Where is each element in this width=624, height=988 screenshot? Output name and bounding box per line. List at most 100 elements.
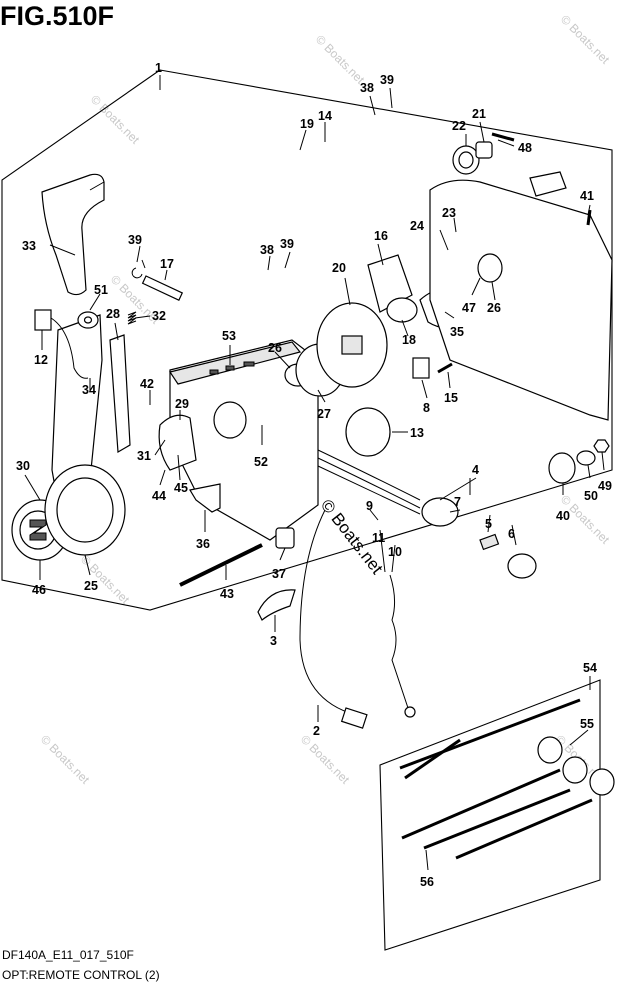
kit-bolt-1 xyxy=(399,698,581,770)
handle-grip xyxy=(41,173,105,296)
rubber-cap xyxy=(548,452,576,484)
washer-small xyxy=(576,450,596,466)
callout-48: 48 xyxy=(518,141,532,155)
key-cap xyxy=(507,553,537,579)
callout-13: 13 xyxy=(410,426,424,440)
buzzer xyxy=(345,407,391,457)
housing-boss xyxy=(213,401,247,439)
cover-label-2 xyxy=(225,365,235,371)
cable-plate xyxy=(257,589,296,621)
callout-56: 56 xyxy=(420,875,434,889)
callout-41: 41 xyxy=(580,189,594,203)
callout-27: 27 xyxy=(317,407,331,421)
spring xyxy=(127,311,137,325)
cable-2 xyxy=(299,509,357,716)
cover-label-1 xyxy=(209,369,219,375)
detent-plate xyxy=(158,414,197,471)
kit-spacer-1 xyxy=(537,736,563,764)
watermark-text: © Boats.net xyxy=(558,12,613,67)
callout-40: 40 xyxy=(556,509,570,523)
callout-5: 5 xyxy=(485,517,492,531)
callout-37: 37 xyxy=(272,567,286,581)
callout-52: 52 xyxy=(254,455,268,469)
callout-22: 22 xyxy=(452,119,466,133)
callout-11: 11 xyxy=(372,531,385,545)
callout-34: 34 xyxy=(82,383,96,397)
cable-clip xyxy=(275,527,295,549)
washer-hole xyxy=(83,316,93,324)
figure-code: DF140A_E11_017_510F xyxy=(2,948,134,962)
leader-lines xyxy=(24,75,605,871)
callout-20: 20 xyxy=(332,261,346,275)
suzuki-emblem xyxy=(29,519,47,541)
callout-30: 30 xyxy=(16,459,30,473)
watermark-text: © Boats.net xyxy=(38,732,93,787)
nut xyxy=(593,439,610,453)
watermark-text: © Boats.net xyxy=(88,92,143,147)
callout-38b: 38 xyxy=(260,243,274,257)
cover-label-3 xyxy=(243,361,255,367)
callout-45: 45 xyxy=(174,481,188,495)
kit-bolt-3 xyxy=(401,768,561,840)
callout-49: 49 xyxy=(598,479,612,493)
callout-46: 46 xyxy=(32,583,46,597)
callout-19: 19 xyxy=(300,117,314,131)
kit-frame xyxy=(379,679,601,951)
callout-55: 55 xyxy=(580,717,594,731)
callout-24: 24 xyxy=(410,219,424,233)
wire-harness xyxy=(317,449,421,515)
key-switch xyxy=(421,497,459,527)
callout-6: 6 xyxy=(508,527,515,541)
side-cover xyxy=(429,179,613,421)
callout-1: 1 xyxy=(155,61,162,75)
callout-23: 23 xyxy=(442,206,456,220)
kit-spacer-3 xyxy=(589,768,615,796)
neutral-switch xyxy=(412,357,430,379)
callout-54: 54 xyxy=(583,661,597,675)
callout-39c: 39 xyxy=(280,237,294,251)
callout-26: 26 xyxy=(487,301,501,315)
seal-inner xyxy=(458,151,474,169)
kit-bolt-5 xyxy=(455,798,593,860)
lever-bracket xyxy=(109,334,131,454)
callout-47: 47 xyxy=(462,301,476,315)
trim-switch-connector xyxy=(34,309,52,331)
housing-cover-panel xyxy=(169,341,302,385)
callout-12: 12 xyxy=(34,353,48,367)
callout-16: 16 xyxy=(374,229,388,243)
callout-29: 29 xyxy=(175,397,189,411)
callout-labels: 1 2 3 4 5 6 7 8 9 10 11 12 13 14 15 16 1… xyxy=(16,61,612,889)
figure-caption: OPT:REMOTE CONTROL (2) xyxy=(2,968,160,982)
cam-gear-square xyxy=(341,335,363,355)
callout-32: 32 xyxy=(152,309,166,323)
assembly-frame xyxy=(1,69,613,611)
screw xyxy=(437,362,453,374)
callout-3: 3 xyxy=(270,634,277,648)
callout-33: 33 xyxy=(22,239,36,253)
callout-31: 31 xyxy=(137,449,151,463)
cable-connector xyxy=(340,707,368,729)
callout-10: 10 xyxy=(388,545,402,559)
callout-50: 50 xyxy=(584,489,598,503)
watermark-text: © Boats.net xyxy=(298,732,353,787)
stop-switch-cord xyxy=(389,574,409,709)
callout-36: 36 xyxy=(196,537,210,551)
callout-51: 51 xyxy=(94,283,108,297)
callout-4: 4 xyxy=(472,463,479,477)
pin xyxy=(141,275,184,301)
callout-8: 8 xyxy=(423,401,430,415)
callout-28: 28 xyxy=(106,307,120,321)
callout-9: 9 xyxy=(366,499,373,513)
callout-17: 17 xyxy=(160,257,174,271)
watermark-text: © Boats.net xyxy=(313,32,368,87)
dowel-pin xyxy=(491,132,515,142)
figure-title: FIG.510F xyxy=(0,1,115,31)
kit-bolt-2 xyxy=(404,738,461,780)
kit-spacer-2 xyxy=(562,756,588,784)
lanyard-clip xyxy=(404,706,416,718)
callout-39b: 39 xyxy=(128,233,142,247)
kit-bolt-4 xyxy=(423,788,571,850)
cover-screw xyxy=(586,209,592,226)
lever-base-inner xyxy=(56,477,114,543)
